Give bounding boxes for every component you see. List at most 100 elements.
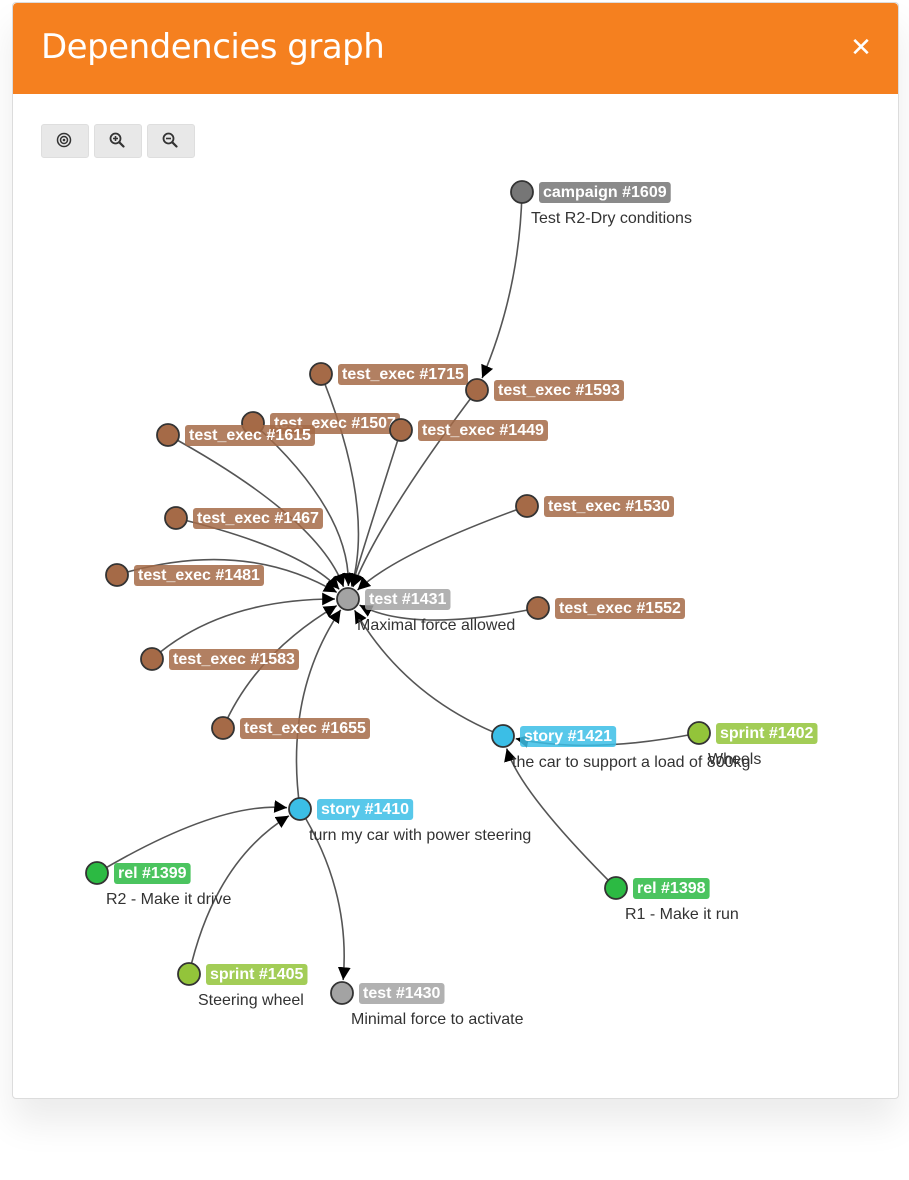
node-circle[interactable] [288,797,312,821]
node-badge [114,863,191,884]
node-badge [520,726,617,747]
node-badge [544,496,674,517]
edges-layer [96,191,700,981]
node-label: test_exec #1481 [138,567,260,584]
node-label: test #1430 [363,985,440,1002]
node-test-exec-1583[interactable]: test_exec #1583 [140,647,299,671]
node-circle[interactable] [177,962,201,986]
center-graph-button[interactable] [41,124,89,158]
node-circle[interactable] [164,506,188,530]
edge-rel-1399-to-story-1410 [96,800,288,874]
target-icon [56,132,72,148]
node-badge [240,718,370,739]
node-test-exec-1715[interactable]: test_exec #1715 [309,362,468,386]
node-circle[interactable] [336,587,360,611]
node-test-exec-1615[interactable]: test_exec #1615 [156,423,315,447]
node-test-exec-1449[interactable]: test_exec #1449 [389,418,548,442]
node-circle[interactable] [604,876,628,900]
node-story-1421[interactable]: story #1421 the car to support a load of … [491,724,750,771]
node-label: test_exec #1449 [422,422,544,439]
node-subtitle: the car to support a load of 800kg [512,754,750,771]
node-subtitle: Minimal force to activate [351,1011,524,1028]
node-label: test_exec #1530 [548,498,670,515]
dependencies-graph-dialog: Dependencies graph ✕ [12,2,899,1099]
node-badge [633,878,710,899]
node-label: test_exec #1552 [559,600,681,617]
node-subtitle: Steering wheel [198,992,304,1009]
node-subtitle: Wheels [708,751,761,768]
zoom-in-button[interactable] [94,124,142,158]
edge-test-exec-1530-to-test-1431 [356,505,528,591]
node-circle[interactable] [526,596,550,620]
node-badge [716,723,818,744]
node-circle[interactable] [309,362,333,386]
node-badge [365,589,451,610]
node-badge [338,364,468,385]
edge-test-exec-1449-to-test-1431 [349,429,402,587]
edge-story-1410-to-test-1431 [295,609,342,810]
node-label: test_exec #1715 [342,366,464,383]
node-circle[interactable] [330,981,354,1005]
node-subtitle: Test R2-Dry conditions [531,210,692,227]
edge-test-exec-1583-to-test-1431 [151,592,336,660]
node-badge [359,983,445,1004]
edge-test-exec-1715-to-test-1431 [320,373,362,587]
node-badge [206,964,308,985]
node-circle[interactable] [140,647,164,671]
dialog-header: Dependencies graph ✕ [13,3,898,94]
node-rel-1399[interactable]: rel #1399 R2 - Make it drive [85,861,231,908]
node-circle[interactable] [491,724,515,748]
node-badge [539,182,671,203]
node-badge [555,598,685,619]
node-circle[interactable] [85,861,109,885]
node-circle[interactable] [510,180,534,204]
node-circle[interactable] [515,494,539,518]
edge-story-1410-to-test-1430 [299,808,351,981]
node-badge [317,799,414,820]
node-label: story #1421 [524,728,612,745]
edge-test-exec-1552-to-test-1431 [359,604,539,621]
node-circle[interactable] [465,378,489,402]
node-test-exec-1655[interactable]: test_exec #1655 [211,716,370,740]
node-badge [134,565,264,586]
node-circle[interactable] [687,721,711,745]
node-circle[interactable] [105,563,129,587]
node-badge [185,425,315,446]
node-label: test_exec #1615 [189,427,311,444]
node-label: test #1431 [369,591,446,608]
node-test-exec-1530[interactable]: test_exec #1530 [515,494,674,518]
node-badge [169,649,299,670]
node-test-exec-1481[interactable]: test_exec #1481 [105,563,264,587]
node-label: rel #1399 [118,865,187,882]
node-subtitle: R2 - Make it drive [106,891,231,908]
node-badge [193,508,323,529]
node-circle[interactable] [211,716,235,740]
close-icon: ✕ [850,32,872,62]
zoom-in-icon [109,132,125,148]
node-label: test_exec #1593 [498,382,620,399]
edge-campaign-1609-to-test-exec-1593 [481,191,523,379]
zoom-out-button[interactable] [147,124,195,158]
edge-rel-1398-to-story-1421 [504,748,617,889]
node-test-exec-1467[interactable]: test_exec #1467 [164,506,323,530]
node-subtitle: Maximal force allowed [357,617,515,634]
node-subtitle: R1 - Make it run [625,906,739,923]
node-label: test_exec #1583 [173,651,295,668]
node-test-exec-1552[interactable]: test_exec #1552 [526,596,685,620]
edge-sprint-1405-to-story-1410 [188,815,290,975]
node-label: story #1410 [321,801,409,818]
close-button[interactable]: ✕ [843,29,879,65]
node-circle[interactable] [389,418,413,442]
node-test-exec-1593[interactable]: test_exec #1593 [465,378,624,402]
zoom-out-icon [162,132,178,148]
node-circle[interactable] [156,423,180,447]
